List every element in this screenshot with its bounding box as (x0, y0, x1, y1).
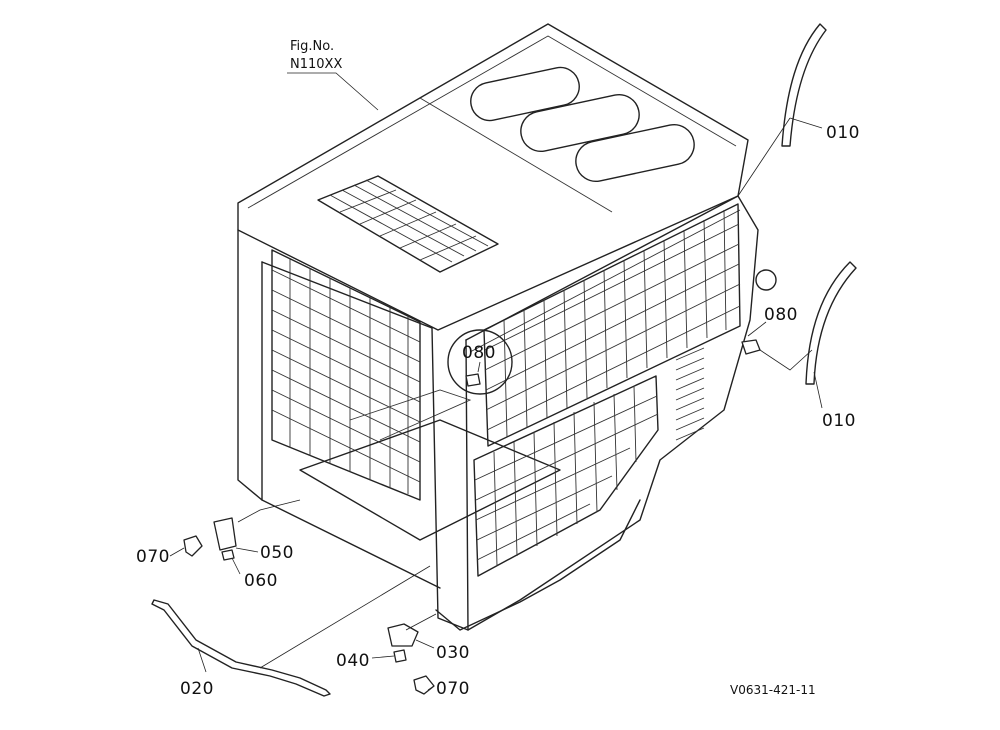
roof-grille (317, 175, 499, 273)
cab-floor (299, 419, 561, 541)
roof-seam (419, 97, 613, 213)
cab-frame (237, 23, 777, 631)
roof-window-2 (520, 93, 640, 153)
rear-vent-slots (675, 347, 705, 441)
lower-left-rail (261, 499, 441, 589)
part-020-rod (151, 599, 331, 697)
right-lower-grille (473, 375, 659, 577)
callout-080-right: 080 (764, 305, 798, 325)
part-010-seal-upper (781, 23, 827, 147)
figure-number-line1: Fig.No. (290, 39, 334, 54)
roof-window-3 (575, 123, 695, 183)
right-upper-grille (483, 203, 741, 447)
part-070-clip-left (183, 535, 203, 557)
callout-030: 030 (436, 643, 470, 663)
left-side-grille (271, 249, 421, 501)
callout-labels: 010 010 080 080 070 050 060 040 030 070 … (136, 123, 860, 699)
right-side-panel (465, 195, 759, 631)
callout-020: 020 (180, 679, 214, 699)
part-080-block-left (465, 373, 481, 387)
callout-080-left: 080 (462, 343, 496, 363)
door-hinge-boss (447, 329, 513, 395)
part-050-bracket (213, 517, 237, 551)
figure-number: Fig.No. N110XX (287, 39, 379, 111)
rear-mount-boss (755, 269, 777, 291)
roof-edge (247, 35, 737, 209)
callout-040: 040 (336, 651, 370, 671)
part-030-bracket (387, 623, 419, 647)
part-010-seal-lower (805, 261, 857, 385)
figure-leader-line (287, 72, 379, 111)
callout-070-left: 070 (136, 547, 170, 567)
callout-010-upper: 010 (826, 123, 860, 143)
part-060-spacer (221, 549, 235, 561)
drawing-reference: V0631-421-11 (730, 683, 816, 697)
callout-010-lower: 010 (822, 411, 856, 431)
roof-window-1 (470, 66, 580, 122)
callout-050: 050 (260, 543, 294, 563)
left-front-pillar (237, 229, 263, 501)
leader-lines (169, 117, 823, 691)
floor-bracket (349, 389, 472, 441)
part-040-spacer (393, 649, 407, 663)
figure-number-line2: N110XX (290, 57, 342, 72)
part-070-clip-right (413, 675, 435, 695)
right-panel-top-edge (469, 209, 741, 353)
callout-060: 060 (244, 571, 278, 591)
cab-bottom-edge (435, 499, 641, 631)
upper-left-rail (261, 261, 433, 329)
callout-070-right: 070 (436, 679, 470, 699)
part-080-block-right (741, 339, 761, 355)
